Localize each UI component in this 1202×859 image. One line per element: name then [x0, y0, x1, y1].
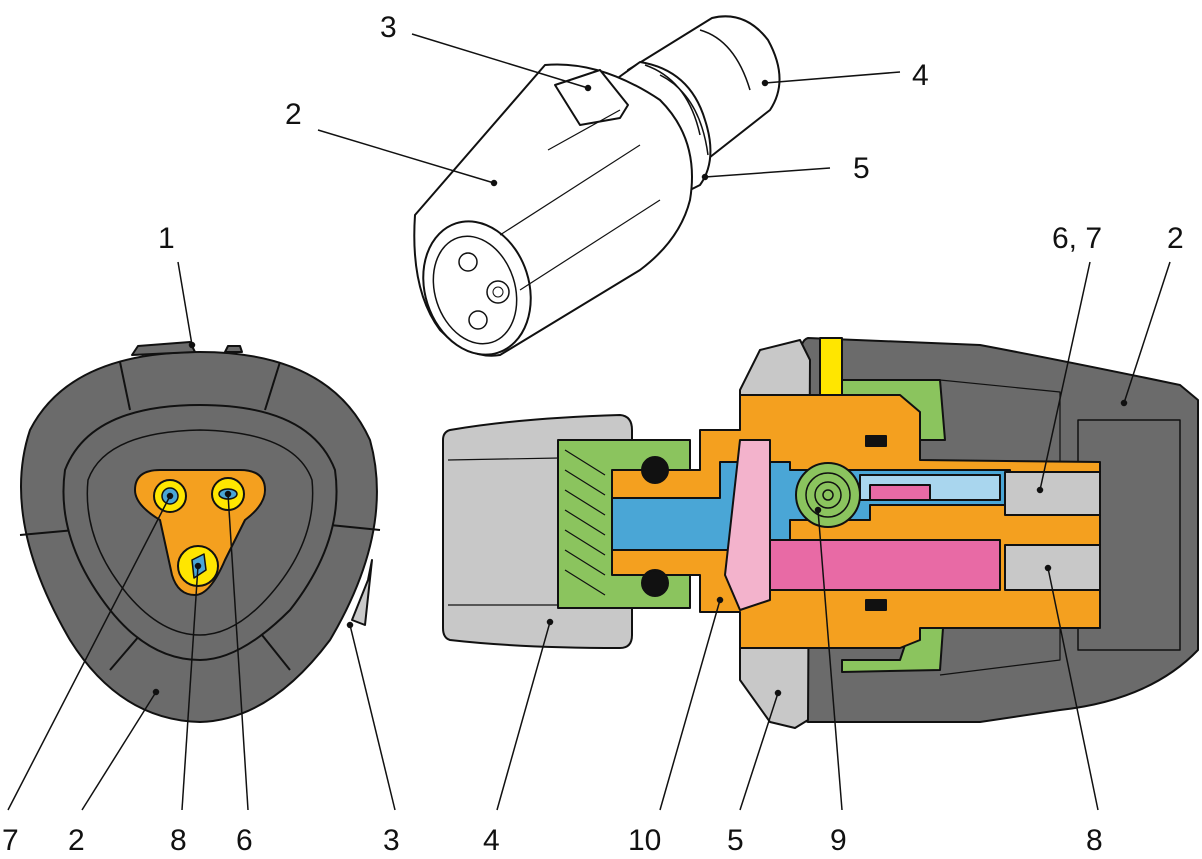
callout-top-4: 4: [912, 59, 929, 92]
callout-top-2: 2: [285, 98, 302, 131]
callout-section-2: 2: [1167, 222, 1184, 255]
callout-front-6: 6: [236, 824, 253, 854]
section-ball-valve: [795, 462, 861, 528]
callout-front-1: 1: [158, 222, 175, 255]
connector-front-face: [422, 220, 532, 356]
callout-section-5: 5: [727, 824, 744, 854]
callout-top-3: 3: [380, 11, 397, 44]
callout-section-9: 9: [830, 824, 847, 854]
callout-top-5: 5: [853, 152, 870, 185]
section-pink-channel: [739, 539, 1001, 591]
latch-side: [351, 559, 373, 626]
callout-front-7: 7: [2, 824, 19, 854]
callout-labels: 3 2 4 5 1 7 2 8 6 3 6, 7 2 4 10 5 9 8: [2, 11, 1184, 857]
callout-section-67: 6, 7: [1052, 222, 1102, 255]
connector-section-view: [442, 337, 1199, 729]
callout-section-4: 4: [483, 824, 500, 854]
callout-section-8: 8: [1086, 824, 1103, 854]
callout-section-10: 10: [628, 824, 661, 854]
connector-front-view: [19, 341, 381, 723]
callout-front-8: 8: [170, 824, 187, 854]
callout-front-2: 2: [68, 824, 85, 854]
section-latch: [819, 337, 843, 401]
connector-perspective-view: [413, 15, 781, 357]
latch-tab-top: [131, 341, 196, 356]
callout-front-3: 3: [383, 824, 400, 854]
cable-sleeve: [627, 15, 781, 166]
leader-lines: [7, 33, 1171, 811]
